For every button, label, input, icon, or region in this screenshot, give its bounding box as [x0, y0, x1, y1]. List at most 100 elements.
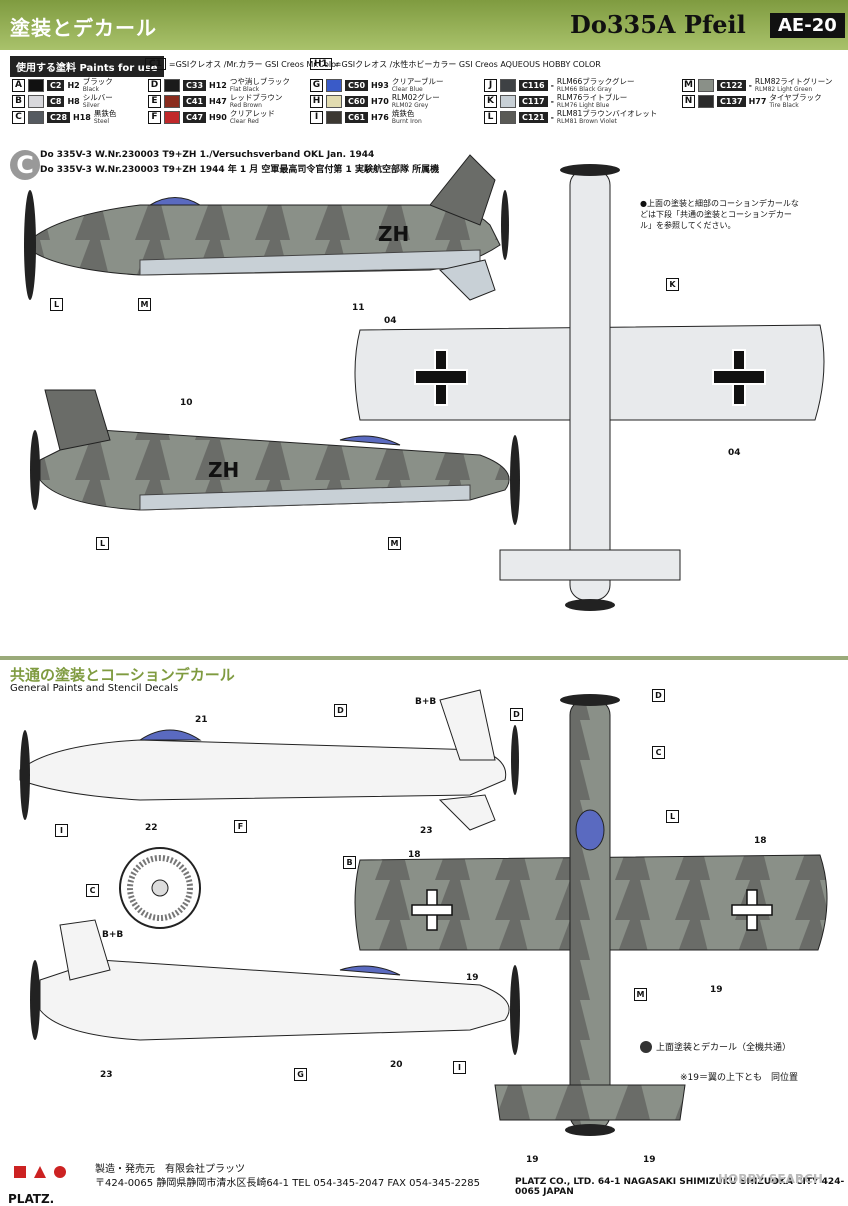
footer-jp: 製造・発売元 有限会社プラッツ 〒424-0065 静岡県静岡市清水区長崎64-…: [95, 1163, 480, 1191]
title-bar: [0, 0, 848, 50]
paint-name-en: RLM82 Light Green: [754, 85, 813, 93]
paint-name-en: Steel: [93, 117, 110, 125]
paint-name-jp: つや消しブラック: [229, 76, 290, 86]
paint-code: C33: [183, 80, 207, 91]
paint-swatch: [698, 95, 714, 108]
paint-name-en: RLM81 Brown Violet: [556, 117, 617, 125]
callout-scheme-1: M: [138, 298, 151, 311]
paint-name-en: Clear Blue: [391, 85, 423, 93]
callout-common-24: B: [343, 856, 356, 869]
paint-name-jp: ブラック: [82, 76, 113, 86]
paint-name-jp: RLM76ライトブルー: [556, 92, 628, 102]
callout-scheme-2: 11: [352, 303, 365, 313]
callout-common-17: C: [652, 746, 665, 759]
paint-swatch: [164, 79, 180, 92]
model-name: Do335A Pfeil: [570, 10, 746, 39]
paint-h-code: -: [550, 81, 554, 90]
callout-common-20: I: [55, 824, 68, 837]
brand-c1-box: C1: [145, 58, 166, 70]
paint-swatch: [500, 111, 516, 124]
paint-name-jp: RLM81ブラウンバイオレット: [556, 108, 658, 118]
callout-scheme-3: 10: [180, 398, 193, 408]
side-view-common-bottom: [30, 919, 520, 1055]
paint-name-jp: RLM82ライトグリーン: [754, 76, 833, 86]
paint-name-jp: RLM66ブラックグレー: [556, 76, 635, 86]
callout-scheme-4: L: [96, 537, 109, 550]
scheme-title-jp: Do 335V-3 W.Nr.230003 T9+ZH 1944 年 1 月 空…: [40, 165, 440, 175]
paint-name-jp: レッドブラウン: [229, 92, 283, 102]
plan-view-underside: [354, 164, 825, 611]
callout-common-14: D: [510, 708, 523, 721]
paint-letter: B: [12, 95, 25, 108]
callout-common-23: G: [294, 1068, 307, 1081]
paint-name-en: Clear Red: [229, 117, 259, 125]
paint-swatch: [28, 79, 44, 92]
paint-swatch: [500, 95, 516, 108]
paint-code: C28: [47, 112, 71, 123]
legend-text: 上面塗装とデカール（全機共通）: [656, 1043, 792, 1053]
callout-scheme-0: L: [50, 298, 63, 311]
paint-h-code: -: [550, 113, 554, 122]
brand-h1-text: =GSIクレオス /水性ホビーカラー GSI Creos AQUEOUS HOB…: [334, 59, 601, 69]
paint-letter: C: [12, 111, 25, 124]
paint-name-jp: クリアレッド: [229, 108, 275, 118]
legend-dot: [640, 1040, 652, 1053]
paint-letter: E: [148, 95, 161, 108]
platz-logo-mark: [14, 1166, 66, 1178]
callout-common-16: C: [86, 884, 99, 897]
callout-scheme-8: K: [666, 278, 679, 291]
brand-c1-text: =GSIクレオス /Mr.カラー GSI Creos Mr.Color: [168, 59, 340, 69]
callout-scheme-6: 04: [384, 316, 397, 326]
paint-letter: A: [12, 79, 25, 92]
paint-code: C117: [519, 96, 548, 107]
paint-h-code: H18: [73, 113, 91, 122]
paint-h-code: H70: [371, 97, 389, 106]
callout-common-0: 21: [195, 715, 208, 725]
paint-name-en: Silver: [82, 101, 100, 109]
paint-letter: H: [310, 95, 323, 108]
paint-name-en: Black: [82, 85, 99, 93]
paint-name-jp: シルバー: [82, 92, 113, 102]
section-divider: [0, 656, 848, 660]
paint-name-jp: タイヤブラック: [769, 92, 822, 102]
paint-h-code: -: [550, 97, 554, 106]
paint-swatch: [326, 95, 342, 108]
paint-letter: K: [484, 95, 497, 108]
callout-scheme-5: M: [388, 537, 401, 550]
brand-c1: C1 =GSIクレオス /Mr.カラー GSI Creos Mr.Color: [145, 58, 339, 70]
callout-common-11: B+B: [415, 697, 437, 707]
callout-common-18: L: [666, 810, 679, 823]
paint-letter: D: [148, 79, 161, 92]
side-view-scheme-c-right: [30, 389, 520, 525]
paint-letter: F: [148, 111, 161, 124]
scheme-title-en: Do 335V-3 W.Nr.230003 T9+ZH 1./Versuchsv…: [40, 150, 375, 160]
callout-common-2: 23: [420, 826, 433, 836]
paint-letter: M: [682, 79, 695, 92]
scheme-letter: C: [10, 150, 40, 180]
paint-name-en: RLM76 Light Blue: [556, 101, 610, 109]
callout-common-4: 23: [100, 1070, 113, 1080]
footer-en: PLATZ CO., LTD. 64-1 NAGASAKI SHIMIZUKU …: [515, 1177, 845, 1197]
paint-name-jp: クリアーブルー: [391, 76, 444, 86]
page-title: 塗装とデカール: [10, 16, 157, 40]
legend: 上面塗装とデカール（全機共通）: [640, 1040, 791, 1053]
callout-common-21: I: [453, 1061, 466, 1074]
scheme-note: ●上面の塗装と細部のコーションデカールなどは下段「共通の塗装とコーションデカール…: [640, 199, 799, 230]
